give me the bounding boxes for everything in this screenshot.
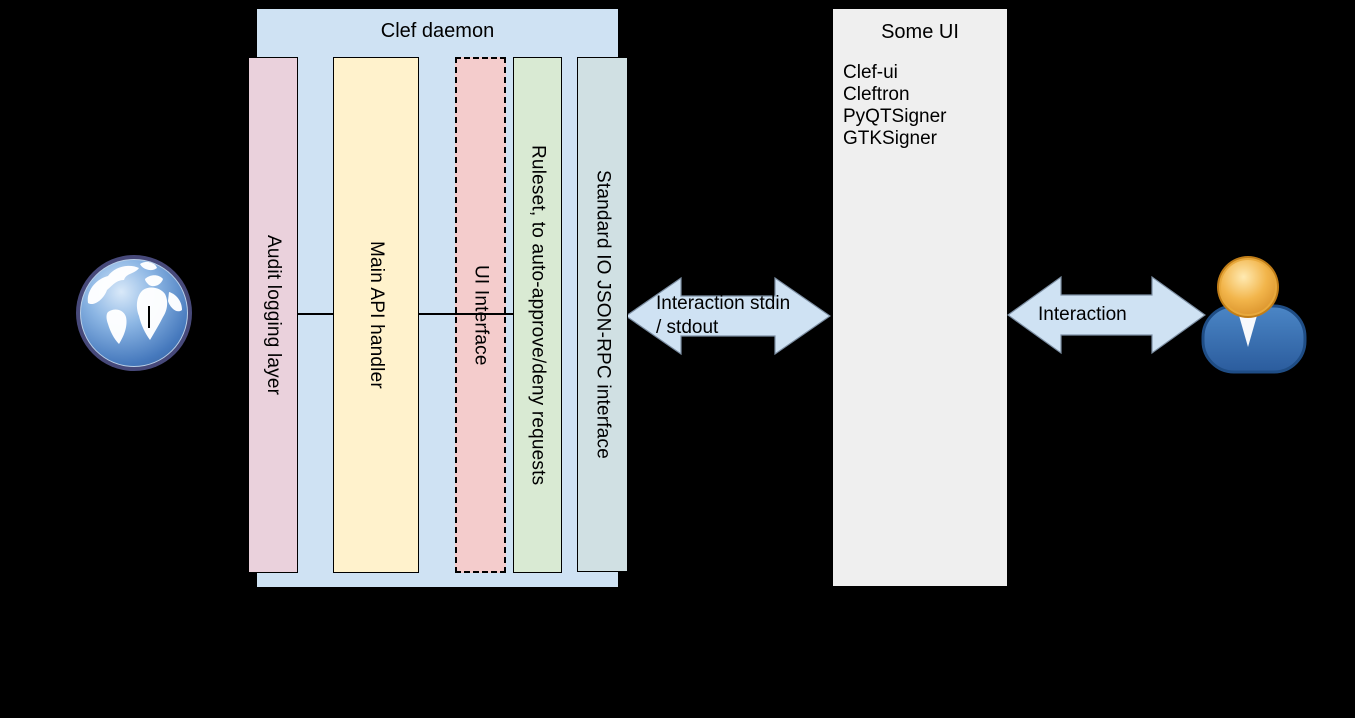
layer-audit-logging: Audit logging layer [248, 57, 298, 573]
double-arrow-icon [624, 276, 832, 356]
globe-icon [76, 255, 192, 371]
user-arrow-label: Interaction [1038, 304, 1127, 325]
layer-stdio-jsonrpc: Standard IO JSON-RPC interface [577, 57, 628, 572]
some-ui-title: Some UI [881, 21, 959, 43]
connector-line [298, 313, 333, 315]
stdio-interaction-arrow: Interaction stdin / stdout [624, 276, 832, 356]
list-item: PyQTSigner [843, 106, 947, 127]
some-ui-list: Clef-ui Cleftron PyQTSigner GTKSigner [843, 62, 1003, 150]
user-interaction-arrow: Interaction [1006, 275, 1207, 355]
list-item: Clef-ui [843, 62, 898, 83]
clef-daemon-title: Clef daemon [380, 20, 495, 42]
connector-line [419, 313, 513, 315]
stdio-arrow-label: Interaction stdin / stdout [656, 293, 791, 338]
clef-daemon-box [256, 8, 619, 588]
list-item: Cleftron [843, 84, 910, 105]
person-icon [1201, 256, 1307, 374]
layer-label: Ruleset, to auto-approve/deny requests [527, 144, 549, 486]
layer-label: Main API handler [366, 241, 387, 389]
list-item: GTKSigner [843, 128, 937, 149]
layer-label: Standard IO JSON-RPC interface [592, 170, 614, 459]
some-ui-box [832, 8, 1008, 587]
layer-label: Audit logging layer [263, 234, 284, 396]
layer-main-api-handler: Main API handler [333, 57, 419, 573]
double-arrow-icon [1006, 275, 1207, 355]
layer-ui-interface: UI Interface [455, 57, 506, 573]
layer-ruleset: Ruleset, to auto-approve/deny requests [513, 57, 562, 573]
layer-label: UI Interface [470, 264, 492, 366]
globe-connector-line [148, 306, 150, 328]
